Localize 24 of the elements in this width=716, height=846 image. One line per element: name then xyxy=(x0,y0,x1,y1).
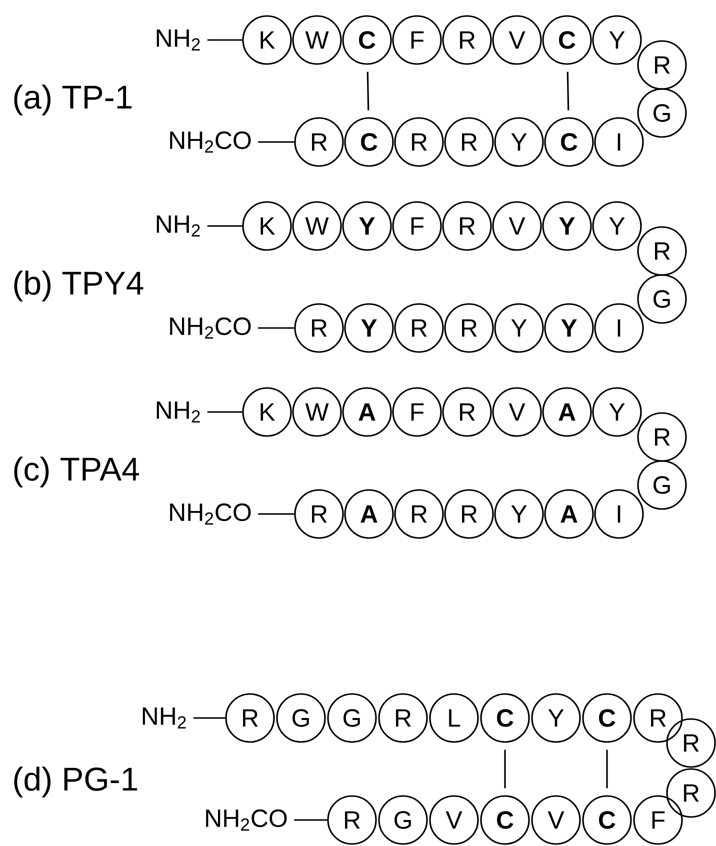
connector-line xyxy=(207,411,242,413)
connector-line xyxy=(258,513,294,515)
disulfide-bond xyxy=(366,72,370,110)
disulfide-bond xyxy=(504,750,506,788)
disulfide-bond xyxy=(606,750,608,788)
disulfide-bond xyxy=(566,72,570,110)
connector-line xyxy=(258,327,294,329)
connector-line xyxy=(207,225,242,227)
panel-label: (b) TPY4 xyxy=(14,270,144,302)
terminal-label: NH$_{2}$CO xyxy=(206,809,287,831)
connector-line xyxy=(294,819,328,821)
panel-label: (a) TP-1 xyxy=(14,84,132,116)
terminal-label: NH$_{2}$CO xyxy=(170,131,251,153)
connector-line xyxy=(193,717,226,719)
panel-label: (d) PG-1 xyxy=(14,766,138,798)
panel-label: (c) TPA4 xyxy=(14,456,139,488)
terminal-label: NH$_{2}$CO xyxy=(170,317,251,339)
terminal-label: NH$_{2}$CO xyxy=(170,503,251,525)
terminal-label: NH$_{2}$ xyxy=(156,402,200,422)
terminal-label: NH$_{2}$ xyxy=(156,30,200,50)
connector-line xyxy=(258,141,294,143)
connector-line xyxy=(207,39,242,41)
terminal-label: NH$_{2}$ xyxy=(156,216,200,236)
terminal-label: NH$_{2}$ xyxy=(142,708,186,728)
